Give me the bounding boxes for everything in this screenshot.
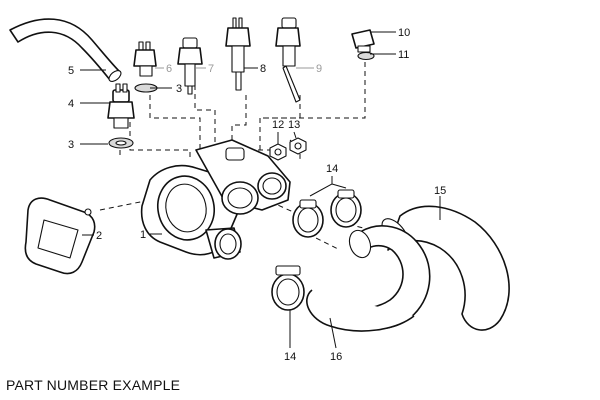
page-caption: PART NUMBER EXAMPLE [6, 377, 181, 393]
hose-clamp-lower [271, 265, 305, 311]
callout-1: 1 [140, 229, 146, 241]
thermostat-housing [140, 139, 291, 260]
callout-4: 4 [68, 98, 74, 110]
temperature-switch [107, 83, 135, 149]
sensor-7 [177, 37, 203, 95]
sensor-9 [275, 17, 301, 103]
callout-5: 5 [68, 65, 74, 77]
callout-9: 9 [316, 63, 322, 75]
callout-7: 7 [208, 63, 214, 75]
callout-8: 8 [260, 63, 266, 75]
callout-12: 12 [272, 119, 284, 131]
callout-11: 11 [398, 49, 409, 61]
callout-10: 10 [398, 27, 410, 39]
gasket [24, 197, 96, 275]
hose-clamps-upper [292, 189, 362, 238]
sensor-6 [133, 41, 158, 93]
callout-16: 16 [330, 351, 342, 363]
callout-15: 15 [434, 185, 446, 197]
callout-6: 6 [166, 63, 172, 75]
sensor-8 [225, 17, 251, 91]
callout-13: 13 [288, 119, 300, 131]
nut-and-washer [269, 137, 307, 161]
callout-2: 2 [96, 230, 102, 242]
callout-14-lower: 14 [284, 351, 296, 363]
screw-plug [351, 29, 375, 61]
leader-lines [80, 31, 441, 349]
callout-14-upper: 14 [326, 163, 338, 175]
hose-16 [306, 225, 431, 332]
callout-3-upper: 3 [176, 83, 182, 95]
callout-numbers: 5 4 3 3 6 7 8 9 10 11 12 13 14 15 2 1 14… [68, 27, 446, 363]
callout-3-lower: 3 [68, 139, 74, 151]
coolant-pipe [9, 18, 122, 82]
